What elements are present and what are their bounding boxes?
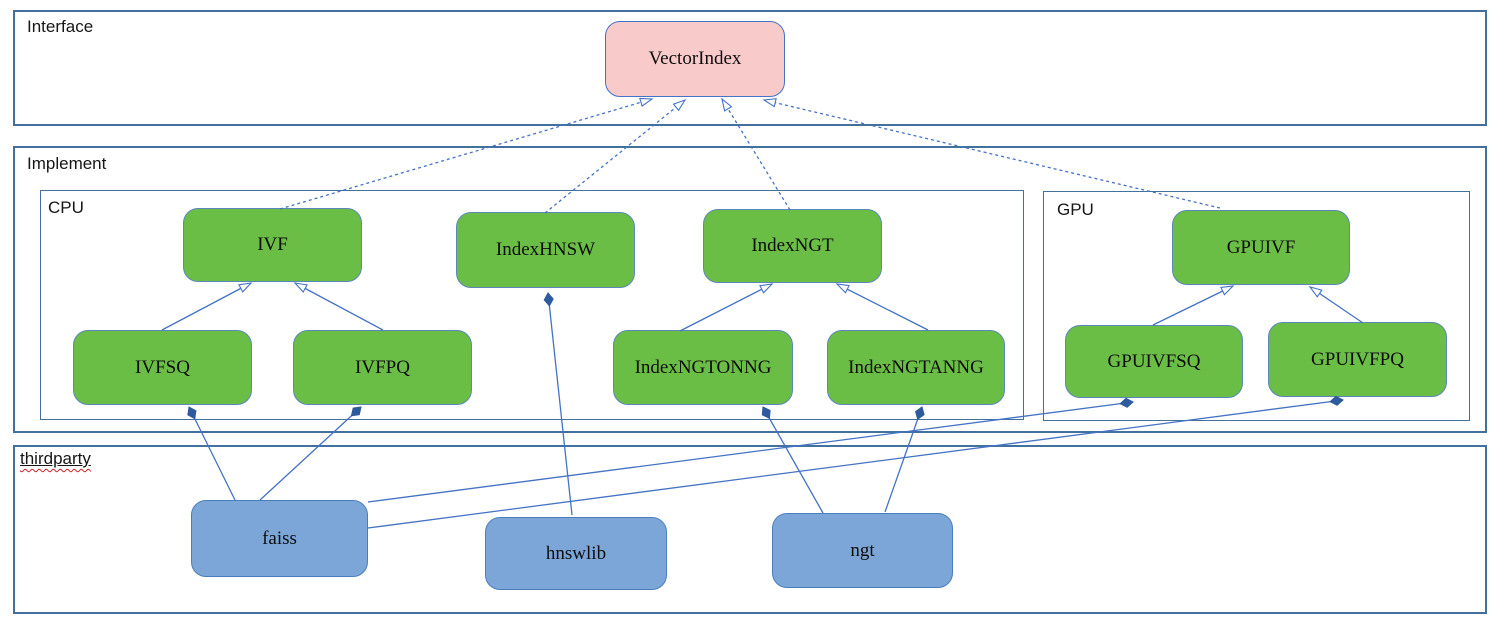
- implement-lane-label: Implement: [27, 154, 107, 173]
- thirdparty-lane-label-text: thirdparty: [20, 449, 91, 468]
- node-gpuivf[interactable]: GPUIVF: [1172, 210, 1350, 285]
- interface-lane-label: Interface: [27, 17, 94, 36]
- node-hnswlib[interactable]: hnswlib: [485, 517, 667, 590]
- node-faiss[interactable]: faiss: [191, 500, 368, 577]
- node-indexngtanng[interactable]: IndexNGTANNG: [827, 330, 1005, 405]
- node-indexngtonng[interactable]: IndexNGTONNG: [613, 330, 793, 405]
- node-gpuivfpq[interactable]: GPUIVFPQ: [1268, 322, 1447, 397]
- node-ivfsq[interactable]: IVFSQ: [73, 330, 252, 405]
- thirdparty-lane-label: thirdparty: [20, 449, 91, 469]
- node-vectorindex[interactable]: VectorIndex: [605, 21, 785, 97]
- gpu-group-label: GPU: [1057, 200, 1094, 219]
- node-ivf[interactable]: IVF: [183, 208, 362, 282]
- node-indexngt[interactable]: IndexNGT: [703, 209, 882, 283]
- node-ngt[interactable]: ngt: [772, 513, 953, 588]
- node-gpuivfsq[interactable]: GPUIVFSQ: [1065, 325, 1243, 398]
- cpu-group-label: CPU: [48, 198, 84, 217]
- node-ivfpq[interactable]: IVFPQ: [293, 330, 472, 405]
- node-indexhnsw[interactable]: IndexHNSW: [456, 212, 635, 288]
